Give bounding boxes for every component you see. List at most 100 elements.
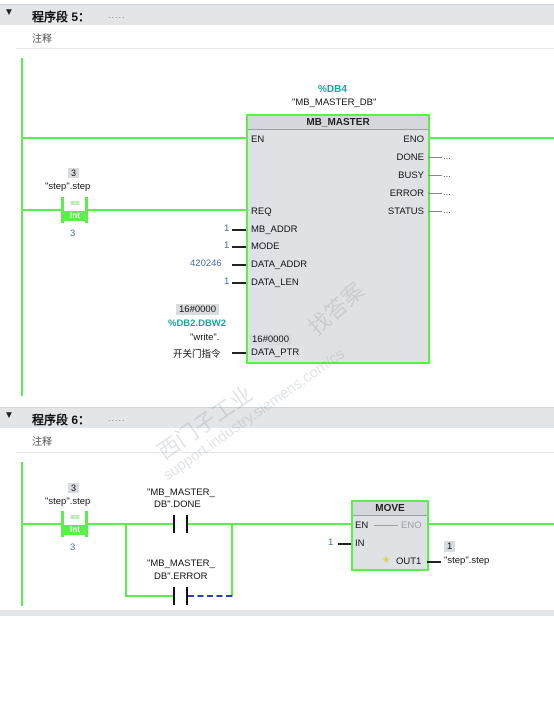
compare-actual-value: 3 <box>68 168 80 178</box>
power-rail <box>21 58 23 396</box>
pin-en: EN <box>251 134 265 145</box>
network-title-placeholder[interactable]: ..... <box>108 10 126 20</box>
pin-busy: BUSY <box>398 170 424 181</box>
data-len-value[interactable]: 1 <box>224 276 230 287</box>
move-pin-out1: OUT1 <box>396 556 422 567</box>
done-stub <box>428 157 442 158</box>
rung-seg-2 <box>88 523 174 525</box>
compare-constant[interactable]: 3 <box>70 542 76 553</box>
en-eno-line <box>374 525 398 526</box>
eno-rung <box>428 137 554 139</box>
network-comment[interactable]: 注释 <box>32 34 52 45</box>
network-title-placeholder[interactable]: ..... <box>108 413 126 423</box>
contact-right-bar <box>85 197 88 223</box>
ptr-symbol-comment[interactable]: 开关门指令 <box>173 349 221 360</box>
req-rung-right <box>88 209 247 211</box>
comment-divider <box>16 48 554 49</box>
network-5-header[interactable]: ▼ 程序段 5： ..... <box>0 4 554 25</box>
compare-operand[interactable]: "step".step <box>45 181 91 192</box>
pin-mb-addr: MB_ADDR <box>251 224 298 235</box>
done-contact-operand-1[interactable]: "MB_MASTER_ <box>147 487 215 498</box>
in-stub <box>338 543 351 545</box>
network-footer <box>0 610 554 616</box>
block-name: MB_MASTER <box>248 116 428 130</box>
out-operand[interactable]: "step".step <box>444 555 490 566</box>
error-contact-operand-1[interactable]: "MB_MASTER_ <box>147 558 215 569</box>
data-addr-value[interactable]: 420246 <box>190 258 222 269</box>
done-contact-left <box>173 515 175 533</box>
ptr-symbol[interactable]: "write". <box>190 332 220 343</box>
error-contact-right <box>186 587 188 605</box>
pin-req: REQ <box>251 206 272 217</box>
compare-operand[interactable]: "step".step <box>45 496 91 507</box>
pin-eno: ENO <box>403 134 424 145</box>
done-placeholder[interactable]: ... <box>443 151 451 162</box>
pin-data-len: DATA_LEN <box>251 277 299 288</box>
status-stub <box>428 211 442 212</box>
power-rail <box>21 462 23 606</box>
data-len-stub <box>232 282 246 284</box>
out-stub <box>427 561 441 563</box>
pin-mode: MODE <box>251 241 280 252</box>
comment-divider <box>16 452 554 453</box>
compare-operator: == <box>70 199 80 208</box>
compare-operator: == <box>70 513 80 522</box>
rung-seg-3 <box>188 523 352 525</box>
en-rung <box>23 137 247 139</box>
compare-type[interactable]: Int <box>64 211 86 221</box>
mb-addr-stub <box>232 229 246 231</box>
data-ptr-inner-value: 16#0000 <box>249 334 292 345</box>
pin-data-addr: DATA_ADDR <box>251 259 308 270</box>
pin-status: STATUS <box>387 206 424 217</box>
status-placeholder[interactable]: ... <box>443 205 451 216</box>
mb-master-block[interactable]: MB_MASTER <box>246 114 430 364</box>
network-title: 程序段 6： <box>32 413 91 427</box>
contact-right-bar <box>85 511 88 537</box>
busy-placeholder[interactable]: ... <box>443 169 451 180</box>
contact-left-bar <box>61 197 64 223</box>
move-pin-en: EN <box>355 520 369 531</box>
out-actual-value: 1 <box>444 541 456 552</box>
error-contact-operand-2[interactable]: DB".ERROR <box>154 571 208 582</box>
compare-type[interactable]: Int <box>64 525 86 535</box>
error-stub <box>428 193 442 194</box>
mode-value[interactable]: 1 <box>224 240 230 251</box>
error-contact-left <box>173 587 175 605</box>
done-contact-right <box>186 515 188 533</box>
move-block[interactable]: MOVE <box>351 500 429 571</box>
busy-stub <box>428 175 442 176</box>
rung-seg-eno <box>428 523 554 525</box>
mode-stub <box>232 246 246 248</box>
rung-seg-1 <box>23 523 61 525</box>
compare-actual-value: 3 <box>68 483 80 493</box>
collapse-arrow-icon[interactable]: ▼ <box>4 7 14 18</box>
pin-done: DONE <box>396 152 424 163</box>
data-addr-stub <box>232 264 246 266</box>
expand-star-icon[interactable]: ✳ <box>382 555 390 566</box>
in-value[interactable]: 1 <box>328 537 334 548</box>
req-rung-left <box>23 209 61 211</box>
instance-db-name[interactable]: "MB_MASTER_DB" <box>292 97 377 108</box>
network-title: 程序段 5： <box>32 10 91 24</box>
branch-right <box>231 523 233 597</box>
instance-db-address: %DB4 <box>318 84 347 95</box>
branch-bottom-left <box>125 595 173 597</box>
network-comment[interactable]: 注释 <box>32 437 52 448</box>
network-6-header[interactable]: ▼ 程序段 6： ..... <box>0 407 554 428</box>
move-pin-eno: ENO <box>401 520 422 531</box>
move-block-name: MOVE <box>353 502 427 516</box>
collapse-arrow-icon[interactable]: ▼ <box>4 410 14 421</box>
data-ptr-stub <box>232 352 246 354</box>
pin-data-ptr: DATA_PTR <box>251 347 300 358</box>
branch-bottom-right <box>188 595 232 597</box>
compare-constant[interactable]: 3 <box>70 228 76 239</box>
mb-addr-value[interactable]: 1 <box>224 223 230 234</box>
contact-left-bar <box>61 511 64 537</box>
done-contact-operand-2[interactable]: DB".DONE <box>154 499 201 510</box>
pin-error: ERROR <box>389 188 424 199</box>
ptr-actual-value: 16#0000 <box>176 304 219 315</box>
error-placeholder[interactable]: ... <box>443 187 451 198</box>
ptr-address: %DB2.DBW2 <box>168 318 227 329</box>
move-pin-in: IN <box>355 538 365 549</box>
branch-left <box>125 523 127 597</box>
